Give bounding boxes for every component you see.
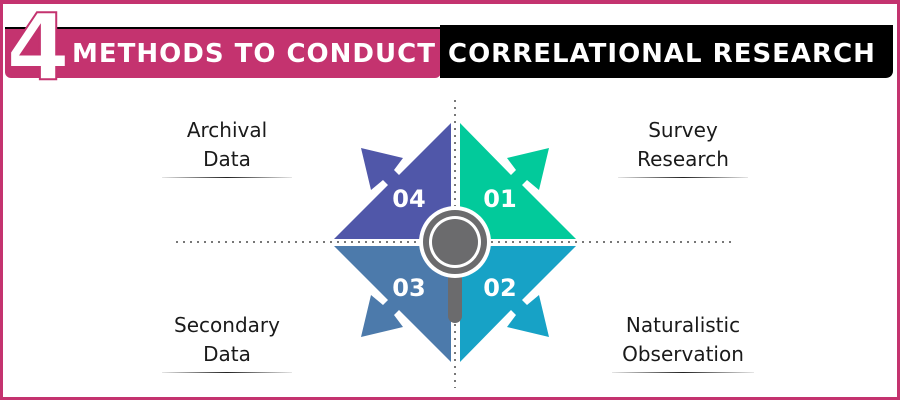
method-label-naturalistic-observation: Naturalistic Observation	[612, 311, 754, 373]
quadrant-04-number: 04	[392, 185, 425, 213]
header-number: 4	[5, 0, 71, 101]
quadrant-03-number: 03	[392, 274, 425, 302]
label-line-2: Data	[203, 342, 251, 366]
label-underline	[612, 372, 754, 373]
quadrant-01-number: 01	[483, 185, 516, 213]
label-line-1: Naturalistic	[625, 313, 741, 337]
label-underline	[618, 177, 748, 178]
quadrant-03-arrow: 03	[334, 246, 451, 362]
label-line-1: Secondary	[174, 313, 280, 337]
label-line-1: Archival	[186, 118, 268, 142]
label-underline	[162, 372, 292, 373]
quadrant-01-arrow: 01	[460, 123, 576, 239]
label-line-2: Research	[637, 147, 729, 171]
quadrant-04-arrow: 04	[334, 123, 451, 239]
label-line-1: Survey	[648, 118, 718, 142]
header-title-rest: CORRELATIONAL RESEARCH	[448, 39, 876, 69]
quadrant-02-number: 02	[483, 274, 516, 302]
header-title-highlight: METHODS TO CONDUCT	[72, 39, 436, 69]
header-bar-pink	[5, 27, 441, 78]
label-underline	[162, 177, 292, 178]
method-label-secondary-data: Secondary Data	[162, 311, 292, 373]
label-line-2: Data	[203, 147, 251, 171]
method-label-archival-data: Archival Data	[162, 116, 292, 178]
label-line-2: Observation	[622, 342, 744, 366]
header-bar-black	[440, 25, 893, 78]
quadrant-02-arrow: 02	[460, 246, 576, 362]
magnifier-icon	[419, 206, 491, 323]
method-label-survey-research: Survey Research	[618, 116, 748, 178]
